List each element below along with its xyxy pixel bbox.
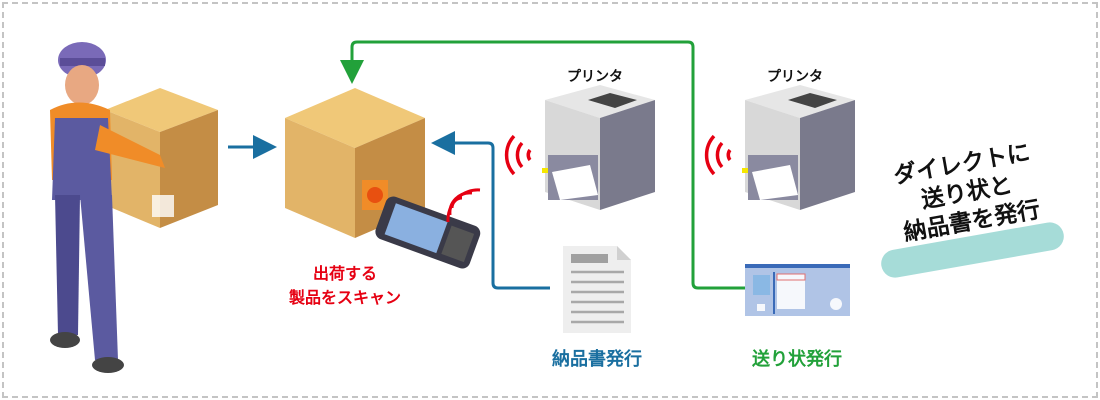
handheld-scanner	[375, 196, 481, 269]
delivery-note-flow-line	[431, 131, 550, 290]
worker-illustration	[50, 42, 165, 373]
product-box	[285, 88, 425, 238]
delivery-note-label: 納品書発行	[552, 349, 642, 370]
delivery-note-document-icon	[563, 246, 631, 333]
printer-1-label: プリンタ	[567, 69, 623, 85]
shipping-label-label: 送り状発行	[752, 349, 842, 370]
printer-2-label: プリンタ	[767, 69, 823, 85]
held-box	[105, 88, 218, 228]
printer-2	[742, 85, 855, 210]
signal-waves-scanner	[446, 188, 481, 223]
shipping-label-form-icon	[745, 264, 850, 316]
signal-waves-printer-1	[504, 134, 532, 176]
scan-caption-line2: 製品をスキャン	[288, 288, 401, 307]
scan-caption: 出荷する 製品をスキャン	[270, 262, 420, 310]
scan-caption-line1: 出荷する	[312, 264, 377, 283]
signal-waves-printer-2	[704, 134, 732, 176]
shipping-label-flow-line	[340, 40, 745, 290]
printer-1	[542, 85, 655, 210]
